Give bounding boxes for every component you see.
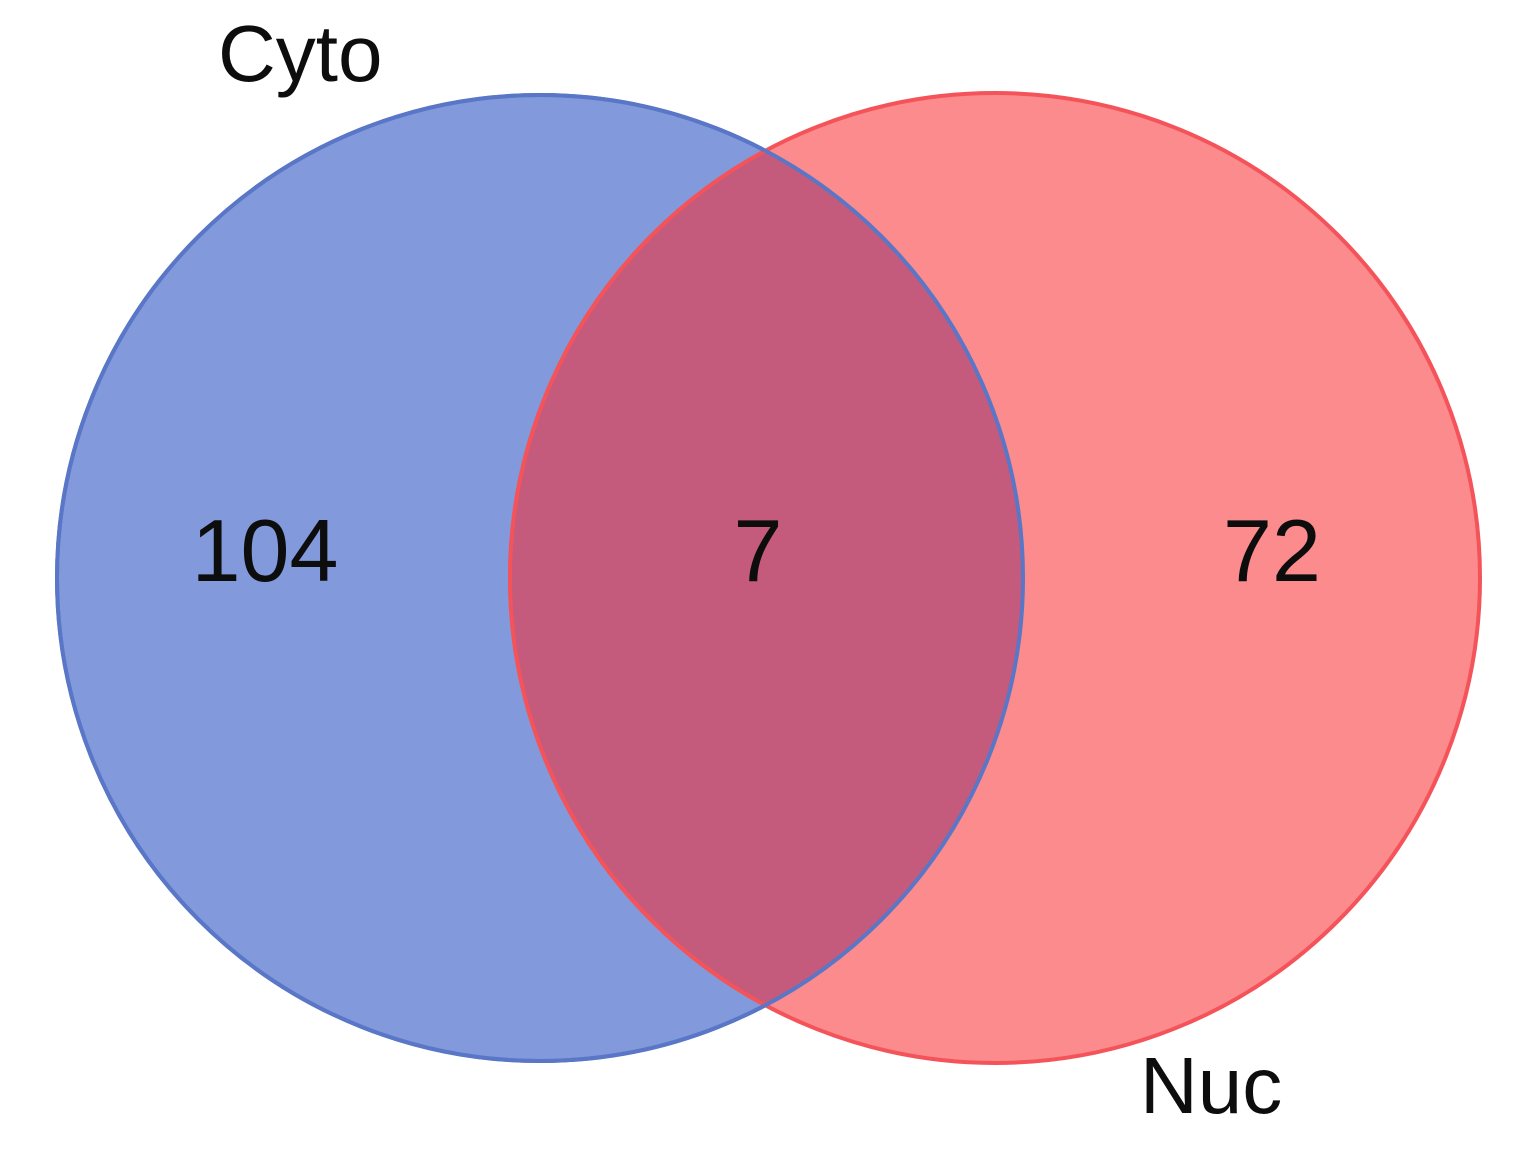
set-intersection-region: [508, 95, 1023, 1061]
region-count-nuc-only: 72: [1223, 501, 1321, 600]
region-count-intersection: 7: [733, 501, 783, 600]
set-label-nuc: Nuc: [1140, 1041, 1283, 1130]
intersection-fill: [508, 95, 1023, 1061]
set-circle-cyto-outline: [55, 93, 1025, 1063]
region-count-cyto-only: 104: [191, 501, 339, 600]
set-label-cyto: Cyto: [218, 9, 383, 98]
